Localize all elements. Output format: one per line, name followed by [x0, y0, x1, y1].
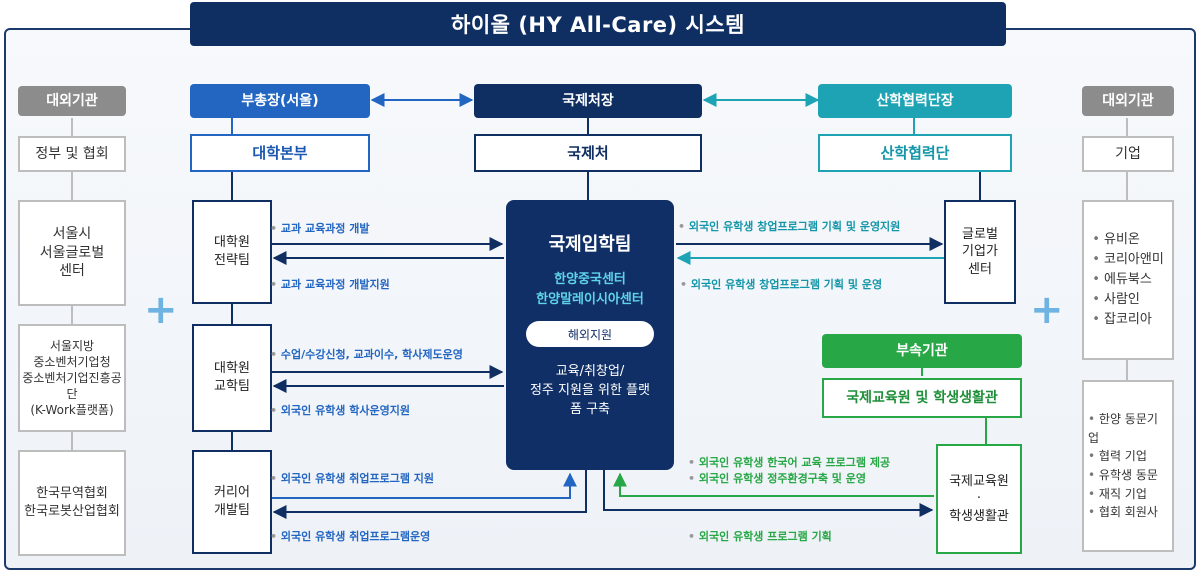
right-external-header: 대외기관 — [1082, 86, 1174, 116]
left-category: 정부 및 협회 — [18, 136, 126, 172]
right-company-box-2: 한양 동문기업 협력 기업 유학생 동문 재직 기업 협회 회원사 — [1082, 380, 1174, 552]
iuc-director-header: 산학협력단장 — [818, 84, 1012, 118]
list-item: 코리아앤미 — [1092, 250, 1164, 270]
intl-office-box: 국제처 — [474, 134, 702, 172]
label-program-planning: 외국인 유학생 프로그램 기획 — [688, 528, 832, 544]
plus-icon-right: + — [1030, 287, 1064, 333]
affiliate-header: 부속기관 — [822, 334, 1022, 368]
left-external-header: 대외기관 — [18, 86, 126, 116]
list-item: 협회 회원사 — [1088, 503, 1168, 522]
left-org-3: 한국무역협회 한국로봇산업협회 — [18, 450, 126, 556]
list-item: 한양 동문기업 — [1088, 410, 1168, 447]
label-startup-operation: 외국인 유학생 창업프로그램 기획 및 운영 — [680, 276, 882, 292]
list-item: 유학생 동문 — [1088, 466, 1168, 485]
label-curriculum-support: 교과 교육과정 개발지원 — [270, 276, 390, 292]
right-company-box-1: 유비온 코리아앤미 에듀북스 사람인 잡코리아 — [1082, 200, 1174, 360]
label-course-registration: 수업/수강신청, 교과이수, 학사제도운영 — [270, 346, 463, 362]
grad-academic-team: 대학원 교학팀 — [192, 324, 272, 432]
iuc-box: 산학협력단 — [818, 134, 1012, 172]
center-description: 교육/취창업/ 정주 지원을 위한 플랫 폼 구축 — [529, 364, 651, 417]
label-employment-operation: 외국인 유학생 취업프로그램운영 — [270, 528, 430, 544]
list-item: 에듀북스 — [1092, 270, 1164, 290]
grad-strategy-team: 대학원 전략팀 — [192, 200, 272, 304]
overseas-support-pill: 해외지원 — [526, 321, 654, 347]
list-item: 유비온 — [1092, 230, 1164, 250]
label-startup-support: 외국인 유학생 창업프로그램 기획 및 운영지원 — [678, 218, 900, 234]
list-item: 협력 기업 — [1088, 447, 1168, 466]
right-category: 기업 — [1082, 136, 1174, 172]
center-subtitle: 한양중국센터 한양말레이시아센터 — [506, 270, 674, 309]
list-item: 잡코리아 — [1092, 310, 1164, 330]
label-academic-support: 외국인 유학생 학사운영지원 — [270, 402, 410, 418]
label-korean-program: 외국인 유학생 한국어 교육 프로그램 제공 — [688, 454, 890, 470]
university-hq-box: 대학본부 — [190, 134, 370, 172]
plus-icon-left: + — [144, 287, 178, 333]
right-company-list-2: 한양 동문기업 협력 기업 유학생 동문 재직 기업 협회 회원사 — [1088, 410, 1168, 522]
label-settlement: 외국인 유학생 정주환경구축 및 운영 — [688, 470, 866, 486]
label-curriculum-dev: 교과 교육과정 개발 — [270, 220, 370, 236]
page-title: 하이올 (HY All-Care) 시스템 — [190, 2, 1006, 46]
intl-admission-team-box: 국제입학팀 한양중국센터 한양말레이시아센터 해외지원 교육/취창업/ 정주 지… — [506, 200, 674, 470]
left-org-1: 서울시 서울글로벌 센터 — [18, 200, 126, 306]
label-employment-support: 외국인 유학생 취업프로그램 지원 — [270, 470, 434, 486]
vice-president-header: 부총장(서울) — [190, 84, 370, 118]
list-item: 재직 기업 — [1088, 485, 1168, 504]
global-entrepreneur-center: 글로벌 기업가 센터 — [944, 200, 1016, 304]
right-company-list-1: 유비온 코리아앤미 에듀북스 사람인 잡코리아 — [1092, 230, 1164, 331]
affiliate-sub: 국제교육원 및 학생생활관 — [822, 378, 1022, 418]
intl-director-header: 국제처장 — [474, 84, 702, 118]
left-org-2: 서울지방 중소벤처기업청 중소벤처기업진흥공단 (K-Work플랫폼) — [18, 324, 126, 432]
career-dev-team: 커리어 개발팀 — [192, 450, 272, 554]
intl-edu-dormitory-box: 국제교육원 · 학생생활관 — [936, 444, 1022, 554]
malaysia-center-label: 한양말레이시아센터 — [536, 291, 644, 307]
china-center-label: 한양중국센터 — [554, 272, 626, 287]
list-item: 사람인 — [1092, 290, 1164, 310]
center-title: 국제입학팀 — [548, 234, 632, 255]
